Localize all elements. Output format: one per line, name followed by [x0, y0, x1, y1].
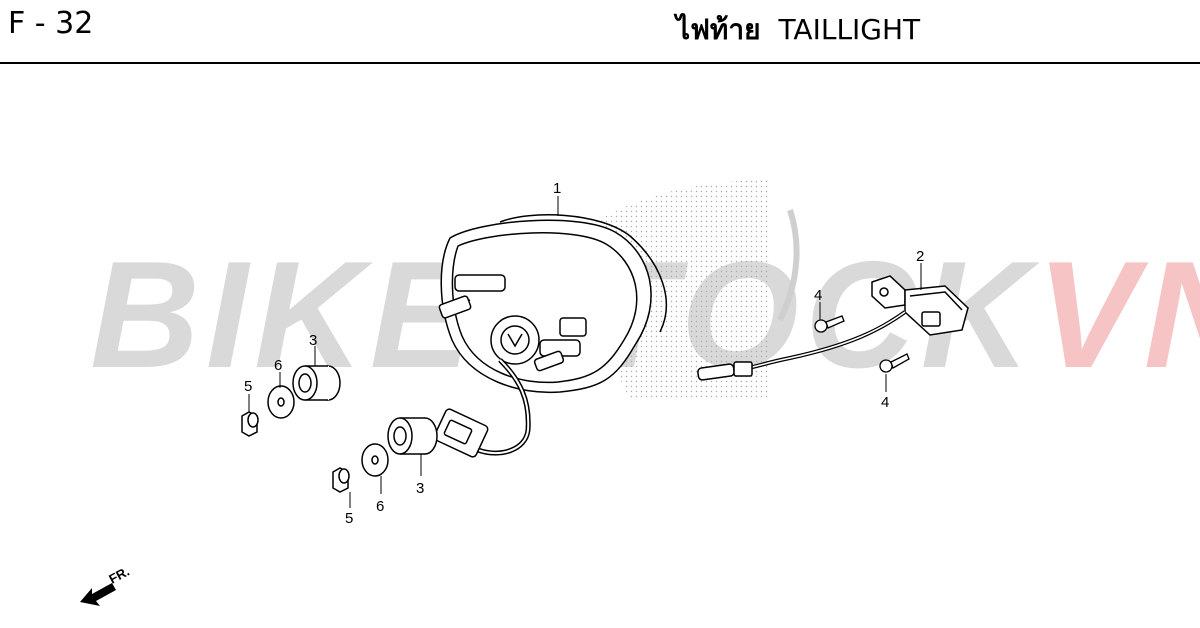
- callout-3-lower: 3: [416, 480, 424, 497]
- screw-lower: [879, 353, 910, 373]
- page-code: F - 32: [8, 6, 94, 41]
- header-divider: [0, 62, 1200, 64]
- nut-upper: [241, 411, 259, 437]
- callout-5-lower: 5: [345, 510, 353, 527]
- front-direction-arrow-icon: [80, 583, 116, 606]
- callout-1: 1: [553, 180, 561, 197]
- callout-5-upper: 5: [244, 378, 252, 395]
- page-title-thai: ไฟท้าย: [676, 13, 761, 46]
- front-direction-label: FR.: [106, 564, 132, 587]
- watermark-part-b: VN: [1036, 230, 1200, 400]
- callout-3-upper: 3: [309, 332, 317, 349]
- callout-4-upper: 4: [814, 287, 822, 304]
- license-light-assembly: [697, 275, 969, 381]
- callout-2: 2: [916, 248, 924, 265]
- washer-lower: [361, 443, 389, 477]
- screw-upper: [814, 315, 845, 333]
- grommet-lower: [387, 417, 438, 455]
- page-title: ไฟท้าย TAILLIGHT: [676, 8, 920, 52]
- taillight-assembly: [433, 214, 668, 458]
- page-title-english: TAILLIGHT: [778, 13, 921, 46]
- callout-6-upper: 6: [274, 357, 282, 374]
- callout-4-lower: 4: [881, 394, 889, 411]
- callout-6-lower: 6: [376, 498, 384, 515]
- nut-lower: [332, 467, 350, 493]
- leader-lines: [248, 196, 922, 508]
- washer-upper: [267, 385, 295, 419]
- grommet-upper: [292, 365, 341, 401]
